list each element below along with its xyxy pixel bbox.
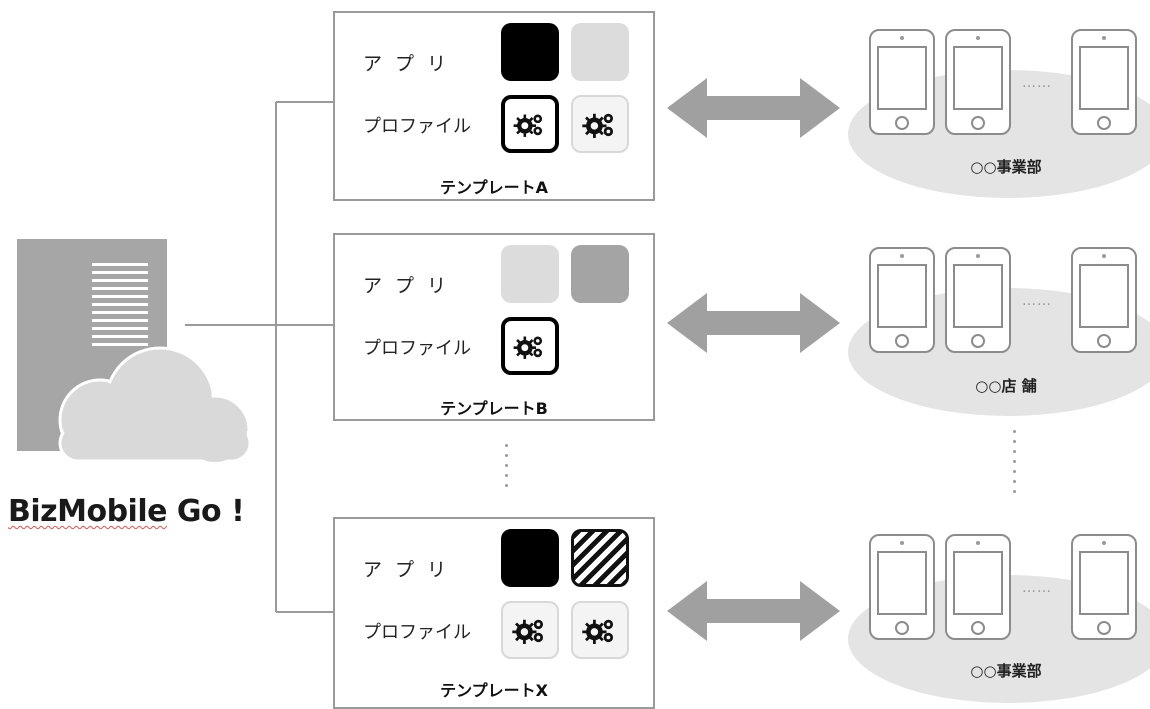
phone-icon xyxy=(1071,29,1137,135)
profile-row-label: プロファイル xyxy=(363,338,471,359)
brand-title: BizMobile Go ! xyxy=(8,494,245,529)
brand-name-part2: Go ! xyxy=(166,494,245,529)
app-row-label: アプリ xyxy=(363,275,460,297)
app-icon-light xyxy=(571,23,629,81)
profile-gear-icon xyxy=(501,601,559,659)
profile-gear-icon xyxy=(571,601,629,659)
tree-connector xyxy=(185,101,333,613)
profile-row-label: プロファイル xyxy=(363,622,471,643)
template-name: テンプレートB xyxy=(440,399,548,418)
sync-arrows xyxy=(667,78,840,641)
phone-icon xyxy=(869,534,935,640)
app-row-label: アプリ xyxy=(363,53,460,75)
profile-row-label: プロファイル xyxy=(363,116,471,137)
app-icon-black xyxy=(501,23,559,81)
group-ellipsis-dots xyxy=(1013,430,1017,500)
profile-gear-icon xyxy=(501,95,559,153)
brand-name-part1: BizMobile xyxy=(8,494,167,529)
template-box-a[interactable]: アプリ プロファイル テンプレートA xyxy=(333,11,655,201)
more-devices-dots: …… xyxy=(1022,293,1052,309)
template-ellipsis-dots xyxy=(505,444,509,494)
phone-icon xyxy=(945,247,1011,353)
phone-icon xyxy=(945,534,1011,640)
group-label: ○○事業部 xyxy=(970,158,1042,176)
app-icon-black xyxy=(501,529,559,587)
phone-icon xyxy=(945,29,1011,135)
template-box-b[interactable]: アプリ プロファイル テンプレートB xyxy=(333,233,655,421)
phone-icon xyxy=(869,29,935,135)
template-name: テンプレートA xyxy=(440,178,548,197)
cloud-fill xyxy=(62,350,248,462)
profile-gear-icon xyxy=(571,95,629,153)
group-label: ○○事業部 xyxy=(970,662,1042,680)
building-windows xyxy=(92,263,148,346)
profile-gear-icon xyxy=(501,317,559,375)
app-row-label: アプリ xyxy=(363,559,460,581)
phone-icon xyxy=(1071,534,1137,640)
group-label: ○○店 舗 xyxy=(975,377,1037,395)
app-icon-light xyxy=(501,245,559,303)
template-box-x[interactable]: アプリ プロファイル テンプレートX xyxy=(333,517,655,709)
app-icon-gray xyxy=(571,245,629,303)
more-devices-dots: …… xyxy=(1022,580,1052,596)
app-icon-striped xyxy=(571,529,629,587)
phone-icon xyxy=(869,247,935,353)
more-devices-dots: …… xyxy=(1022,75,1052,91)
template-name: テンプレートX xyxy=(440,681,548,700)
phone-icon xyxy=(1071,247,1137,353)
